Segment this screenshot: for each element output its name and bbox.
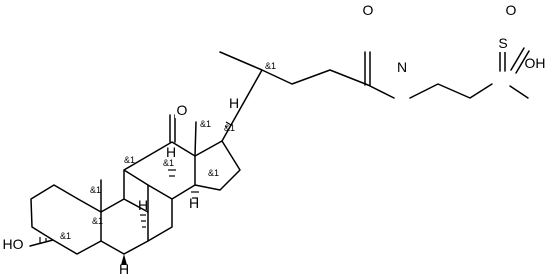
sulfonate-o-top-label: O xyxy=(506,2,517,18)
sulfur-label: S xyxy=(498,35,507,51)
methyl-c13 xyxy=(194,121,197,157)
ring-c-bonds xyxy=(123,141,196,200)
h-c8-label: H xyxy=(166,144,176,160)
amide-co xyxy=(364,51,371,86)
amide-cn xyxy=(367,84,395,99)
stereo-labels: &1 &1 &1 &1 &1 &1 &1 &1 &1 xyxy=(60,61,276,241)
stereo-label-c10: &1 xyxy=(90,185,101,195)
stereo-label-c8: &1 xyxy=(163,158,174,168)
wedge-bonds xyxy=(121,254,127,265)
sulfonate-so-right xyxy=(510,47,530,74)
stereo-label-c14: &1 xyxy=(208,168,219,178)
h-c14-label: H xyxy=(189,195,199,211)
bond-skeleton xyxy=(29,40,530,255)
stereo-label-c13: &1 xyxy=(200,119,211,129)
taurine-chain xyxy=(409,83,493,99)
atom-labels: O O N HO S O OH H H H H H xyxy=(2,2,546,277)
h-c17-label: H xyxy=(229,95,239,111)
carbonyl-o-label: O xyxy=(177,102,188,118)
h-c5-label: H xyxy=(119,261,129,277)
amide-n-label: N xyxy=(397,59,407,75)
stereo-label-c9: &1 xyxy=(124,155,135,165)
hashed-bonds xyxy=(39,121,232,244)
stereo-label-c5: &1 xyxy=(92,216,103,226)
side-chain xyxy=(219,51,369,142)
stereo-label-c3: &1 xyxy=(60,231,71,241)
stereo-label-c20: &1 xyxy=(265,61,276,71)
hydroxyl-bond xyxy=(29,239,54,247)
ring-d-bonds xyxy=(194,140,241,191)
amide-o-label: O xyxy=(363,2,374,18)
stereo-label-c17: &1 xyxy=(224,123,235,133)
ring-b-bonds xyxy=(100,198,149,255)
ketone-bond xyxy=(169,114,176,143)
wedge-c5-h xyxy=(121,254,127,265)
sulfonate-soh xyxy=(509,85,529,99)
ring-c-lower xyxy=(147,184,173,242)
h-c9-label: H xyxy=(138,197,148,213)
hydroxyl-label: HO xyxy=(3,236,24,252)
sulfonate-oh-label: OH xyxy=(525,55,546,71)
ring-a-bonds xyxy=(30,184,102,255)
